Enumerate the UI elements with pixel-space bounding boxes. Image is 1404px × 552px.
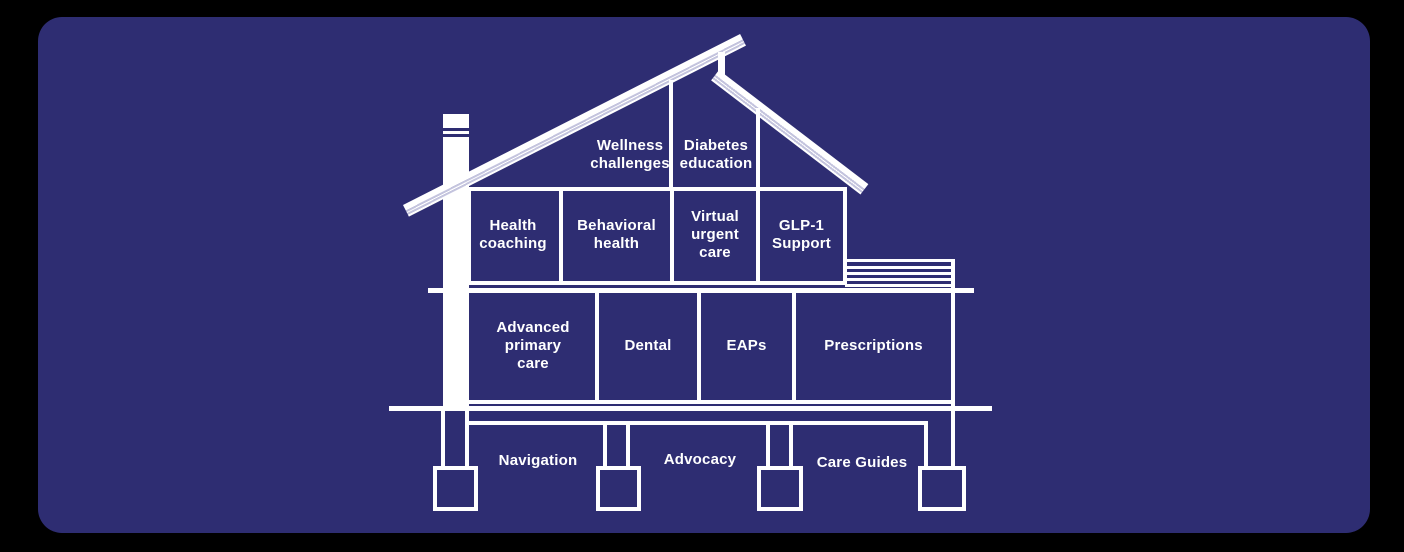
wall-line [559,187,563,285]
room-advanced-primary-care: Advanced primary care [496,319,570,372]
pier-line [951,409,955,467]
chimney-cap-band [443,128,469,131]
pier-line [603,424,607,467]
room-glp1-support: GLP-1 Support [772,217,831,252]
floor-line [428,288,974,293]
room-health-coaching: Health coaching [479,217,547,252]
deck-line [845,278,953,281]
ground-line [389,406,992,411]
attic-divider [756,108,760,190]
footing [596,466,641,511]
foundation-beam [465,421,928,425]
deck-line [845,284,953,287]
wall-line [792,292,796,402]
footing [757,466,803,511]
wall-line [697,292,701,402]
foundation-label-advocacy: Advocacy [663,451,737,468]
room-diabetes-education: Diabetes education [679,137,753,172]
roof-peak-notch [718,52,725,78]
pier-line [924,421,928,467]
wall-line [843,187,847,285]
right-wall [951,259,955,406]
room-eaps: EAPs [726,337,767,354]
room-behavioral-health: Behavioral health [577,217,656,252]
footing [918,466,966,511]
first-floor-bottom-line [465,400,955,404]
foundation-label-care-guides: Care Guides [816,454,908,471]
deck-line [845,272,953,275]
pier-line [441,409,445,467]
deck-line [845,259,953,262]
wall-line [756,187,760,285]
wall-line [595,292,599,402]
attic-floor-line [467,187,847,191]
background-panel [38,17,1370,533]
foundation-label-navigation: Navigation [498,452,578,469]
footing [433,466,478,511]
pier-line [789,424,793,467]
pier-line [465,409,469,467]
wall-line [467,187,471,285]
room-dental: Dental [624,337,672,354]
pier-line [766,424,770,467]
attic-divider [669,80,673,190]
room-wellness-challenges: Wellness challenges [590,137,670,172]
pier-line [626,424,630,467]
room-prescriptions: Prescriptions [824,337,923,354]
deck-line [845,266,953,269]
wall-line [670,187,674,285]
chimney [443,114,469,408]
second-floor-bottom-line [467,281,847,285]
room-virtual-urgent-care: Virtual urgent care [691,208,739,261]
chimney-cap-band [443,134,469,137]
